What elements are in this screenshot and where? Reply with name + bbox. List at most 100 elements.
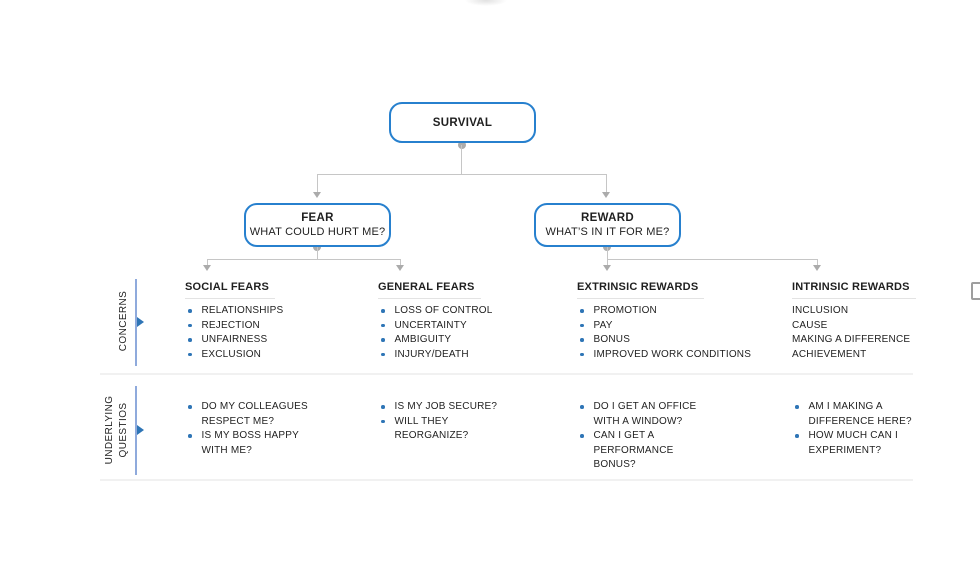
questions-list: IS MY JOB SECURE? WILL THEY REORGANIZE? <box>378 400 513 444</box>
bullet-icon <box>795 405 799 409</box>
list-item: LOSS OF CONTROL <box>378 304 558 319</box>
bullet-icon <box>580 338 584 342</box>
column-social-fears: SOCIAL FEARS RELATIONSHIPS REJECTION UNF… <box>185 277 365 362</box>
list-item-text: EXCLUSION <box>201 348 262 360</box>
list-item: MAKING A DIFFERENCE <box>792 333 962 348</box>
bullet-icon <box>381 309 385 313</box>
node-subtitle: WHAT COULD HURT ME? <box>249 226 386 238</box>
list-item-text: IS MY BOSS HAPPY WITH ME? <box>201 430 299 456</box>
row-label-text: CONCERNS <box>118 290 129 352</box>
bullet-icon <box>188 405 192 409</box>
list-item: BONUS <box>577 333 777 348</box>
connector-line <box>606 174 607 192</box>
connector-line <box>461 145 462 174</box>
node-reward: REWARD WHAT’S IN IT FOR ME? <box>534 203 681 247</box>
section-divider <box>100 373 913 375</box>
row-label-text-line2: QUESTIOS <box>118 402 129 458</box>
questions-intrinsic-rewards: AM I MAKING A DIFFERENCE HERE? HOW MUCH … <box>792 395 927 458</box>
connector-line <box>817 259 818 265</box>
list-item: CAN I GET A PERFORMANCE BONUS? <box>577 429 712 473</box>
list-item-text: REJECTION <box>201 319 260 331</box>
row-bracket-line <box>135 386 137 475</box>
list-item: AM I MAKING A DIFFERENCE HERE? <box>792 400 927 429</box>
arrow-down-icon <box>813 265 821 271</box>
list-item-text: CAUSE <box>792 319 828 331</box>
node-title: SURVIVAL <box>432 116 493 129</box>
questions-list: DO MY COLLEAGUES RESPECT ME? IS MY BOSS … <box>185 400 320 458</box>
node-subtitle: WHAT’S IN IT FOR ME? <box>545 226 670 238</box>
list-item: INJURY/DEATH <box>378 348 558 363</box>
list-item-text: DO MY COLLEAGUES RESPECT ME? <box>201 401 308 427</box>
column-extrinsic-rewards: EXTRINSIC REWARDS PROMOTION PAY BONUS <box>577 277 777 362</box>
list-item-text: PROMOTION <box>593 305 657 316</box>
arrow-down-icon <box>396 265 404 271</box>
arrow-down-icon <box>603 265 611 271</box>
node-fear: FEAR WHAT COULD HURT ME? <box>244 203 391 247</box>
list-item-text: IS MY JOB SECURE? <box>394 401 498 412</box>
connector-line <box>317 174 318 192</box>
bullet-icon <box>381 323 385 327</box>
concerns-list: LOSS OF CONTROL UNCERTAINTY AMBIGUITY IN… <box>378 304 558 362</box>
list-item-text: DO I GET AN OFFICE WITH A WINDOW? <box>593 401 697 427</box>
connector-line <box>207 259 208 265</box>
section-divider <box>100 479 913 481</box>
list-item: ACHIEVEMENT <box>792 348 962 363</box>
connector-line <box>607 247 608 259</box>
bullet-icon <box>580 405 584 409</box>
arrow-down-icon <box>313 192 321 198</box>
list-item-text: LOSS OF CONTROL <box>394 305 493 316</box>
list-item-text: CAN I GET A PERFORMANCE BONUS? <box>593 430 674 470</box>
list-item-text: IMPROVED WORK CONDITIONS <box>593 348 752 360</box>
column-header: INTRINSIC REWARDS <box>792 281 916 299</box>
connector-line <box>317 247 318 259</box>
list-item: WILL THEY REORGANIZE? <box>378 415 513 444</box>
list-item-text: BONUS <box>593 334 631 345</box>
questions-extrinsic-rewards: DO I GET AN OFFICE WITH A WINDOW? CAN I … <box>577 395 712 473</box>
list-item: DO I GET AN OFFICE WITH A WINDOW? <box>577 400 712 429</box>
column-header: EXTRINSIC REWARDS <box>577 281 705 299</box>
list-item: PAY <box>577 319 777 334</box>
list-item-text: UNCERTAINTY <box>394 319 467 331</box>
node-title: REWARD <box>581 212 634 224</box>
bullet-icon <box>381 419 385 423</box>
connector-line <box>607 259 817 260</box>
list-item-text: RELATIONSHIPS <box>201 305 284 316</box>
list-item: HOW MUCH CAN I EXPERIMENT? <box>792 429 927 458</box>
bullet-icon <box>580 434 584 438</box>
list-item: IS MY JOB SECURE? <box>378 400 513 415</box>
list-item-text: AM I MAKING A DIFFERENCE HERE? <box>808 401 912 427</box>
list-item-text: AMBIGUITY <box>394 334 452 345</box>
questions-list: AM I MAKING A DIFFERENCE HERE? HOW MUCH … <box>792 400 927 458</box>
connector-dot <box>458 141 466 149</box>
bullet-icon <box>381 405 385 409</box>
bullet-icon <box>188 352 192 356</box>
list-item: INCLUSION <box>792 304 962 319</box>
connector-line <box>207 259 400 260</box>
list-item-text: HOW MUCH CAN I EXPERIMENT? <box>808 430 898 456</box>
list-item: UNCERTAINTY <box>378 319 558 334</box>
connector-line <box>400 259 401 265</box>
arrow-down-icon <box>203 265 211 271</box>
column-header: GENERAL FEARS <box>378 281 481 299</box>
bullet-icon <box>795 434 799 438</box>
bullet-icon <box>381 338 385 342</box>
top-edge-artifact <box>465 0 507 6</box>
bullet-icon <box>580 323 584 327</box>
list-item: UNFAIRNESS <box>185 333 365 348</box>
questions-list: DO I GET AN OFFICE WITH A WINDOW? CAN I … <box>577 400 712 473</box>
bullet-icon <box>188 309 192 313</box>
node-title: FEAR <box>301 212 334 224</box>
row-label-text-line1: UNDERLYING <box>104 395 115 465</box>
bullet-icon <box>580 309 584 313</box>
concerns-list: RELATIONSHIPS REJECTION UNFAIRNESS EXCLU… <box>185 304 365 362</box>
concerns-list: INCLUSION CAUSE MAKING A DIFFERENCE ACHI… <box>792 304 962 362</box>
connector-line <box>607 259 608 265</box>
list-item: IMPROVED WORK CONDITIONS <box>577 348 777 363</box>
list-item: IS MY BOSS HAPPY WITH ME? <box>185 429 320 458</box>
node-survival: SURVIVAL <box>389 102 536 143</box>
list-item: CAUSE <box>792 319 962 334</box>
list-item-text: UNFAIRNESS <box>201 334 268 345</box>
list-item: REJECTION <box>185 319 365 334</box>
list-item: EXCLUSION <box>185 348 365 363</box>
bullet-icon <box>381 352 385 356</box>
